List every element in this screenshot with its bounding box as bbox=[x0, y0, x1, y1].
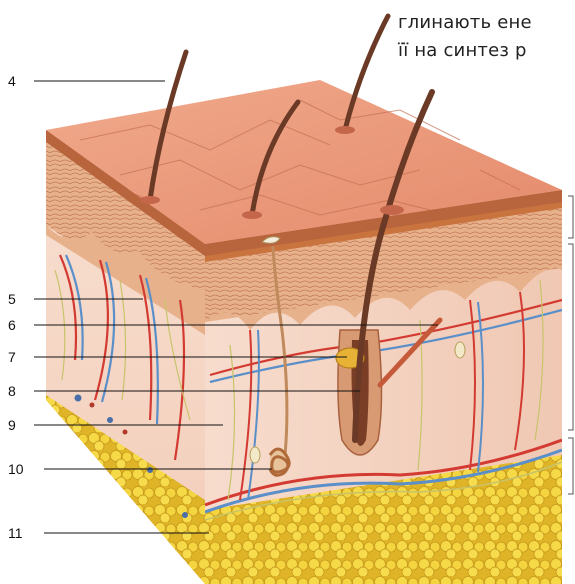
callout-11: 11 bbox=[8, 525, 23, 541]
callout-10: 10 bbox=[8, 461, 24, 477]
callout-6: 6 bbox=[8, 317, 16, 333]
bracket-dermis bbox=[568, 244, 573, 430]
layer-brackets bbox=[568, 196, 573, 494]
right-face bbox=[205, 190, 562, 584]
callout-4: 4 bbox=[8, 73, 16, 89]
callout-8: 8 bbox=[8, 383, 16, 399]
callout-7: 7 bbox=[8, 349, 16, 365]
callout-5: 5 bbox=[8, 291, 16, 307]
bracket-epidermis bbox=[568, 196, 573, 238]
callout-9: 9 bbox=[8, 417, 16, 433]
bracket-hypodermis bbox=[568, 438, 573, 494]
